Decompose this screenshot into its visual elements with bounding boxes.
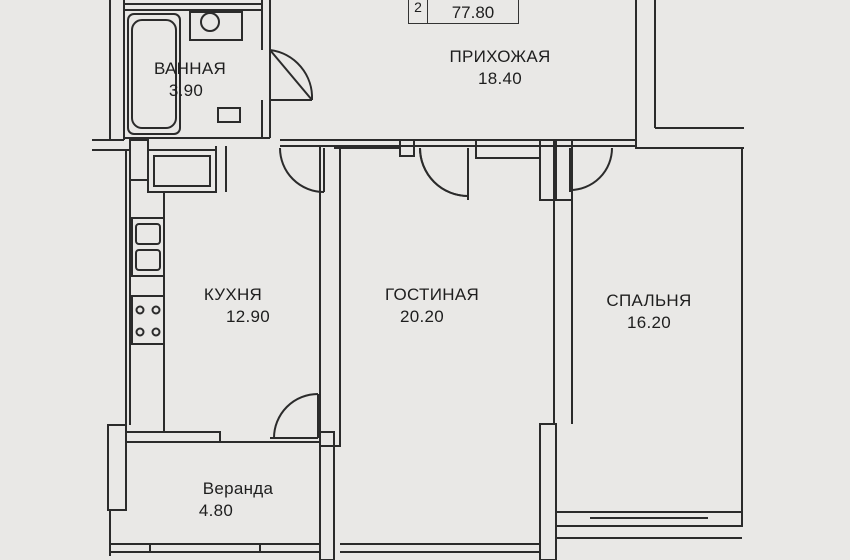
- room-area: 20.20: [399, 307, 445, 326]
- room-label-bathroom: ВАННАЯ 3.90: [130, 58, 250, 102]
- room-label-living-room: ГОСТИНАЯ 20.20: [362, 284, 502, 328]
- room-name: КУХНЯ: [203, 285, 263, 304]
- kitchen-door: [270, 393, 319, 439]
- room-name: СПАЛЬНЯ: [606, 291, 692, 310]
- room-area: 16.20: [626, 313, 672, 332]
- room-name: ПРИХОЖАЯ: [449, 47, 551, 66]
- bedroom-walls: [555, 139, 743, 539]
- room-area: 12.90: [225, 307, 271, 326]
- room-area: 4.80: [198, 501, 234, 520]
- room-name: ВАННАЯ: [153, 59, 227, 78]
- kitchen-stove: [131, 295, 165, 345]
- room-label-kitchen: КУХНЯ 12.90: [188, 284, 308, 328]
- living-room-walls: [319, 139, 557, 560]
- hallway-doors: [279, 147, 613, 200]
- washbasin: [189, 11, 243, 41]
- room-label-veranda: Веранда 4.80: [178, 478, 298, 522]
- room-name: Веранда: [202, 479, 274, 498]
- outer-wall-left: [92, 0, 130, 556]
- kitchen-sink: [131, 217, 165, 277]
- room-area: 18.40: [477, 69, 523, 88]
- unit-area-badge: 2 77.80: [408, 0, 519, 24]
- room-name: ГОСТИНАЯ: [384, 285, 480, 304]
- bathroom-door: [269, 49, 314, 101]
- veranda-walls: [110, 441, 320, 553]
- bathroom-walls: [124, 0, 271, 139]
- unit-total-area: 77.80: [428, 0, 519, 24]
- room-label-hallway: ПРИХОЖАЯ 18.40: [420, 46, 580, 90]
- room-area: 3.90: [168, 81, 204, 100]
- unit-number: 2: [408, 0, 428, 24]
- room-label-bedroom: СПАЛЬНЯ 16.20: [584, 290, 714, 334]
- bathtub: [127, 13, 181, 135]
- toilet: [217, 107, 241, 123]
